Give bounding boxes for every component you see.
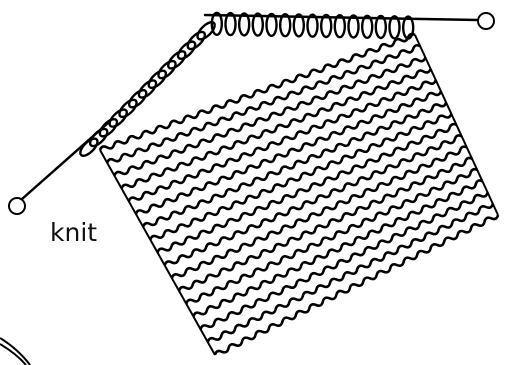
fabric-row bbox=[215, 215, 498, 355]
yarn-strand bbox=[0, 338, 30, 365]
knit-label: knit bbox=[50, 220, 97, 245]
stitch-loop bbox=[165, 49, 188, 72]
stitch-loop bbox=[136, 78, 159, 101]
stitch-loop bbox=[185, 29, 208, 52]
stitch-loop bbox=[117, 97, 140, 120]
stitch-loop bbox=[126, 87, 149, 110]
stitch-loop bbox=[146, 68, 169, 91]
fabric-edge bbox=[415, 35, 498, 215]
stitch-loop bbox=[175, 39, 198, 62]
stitch-loop bbox=[107, 107, 130, 130]
fabric-edge bbox=[100, 150, 215, 355]
stitch-loop bbox=[97, 116, 120, 139]
stitch-loop bbox=[156, 58, 179, 81]
knit-fabric bbox=[100, 34, 498, 355]
